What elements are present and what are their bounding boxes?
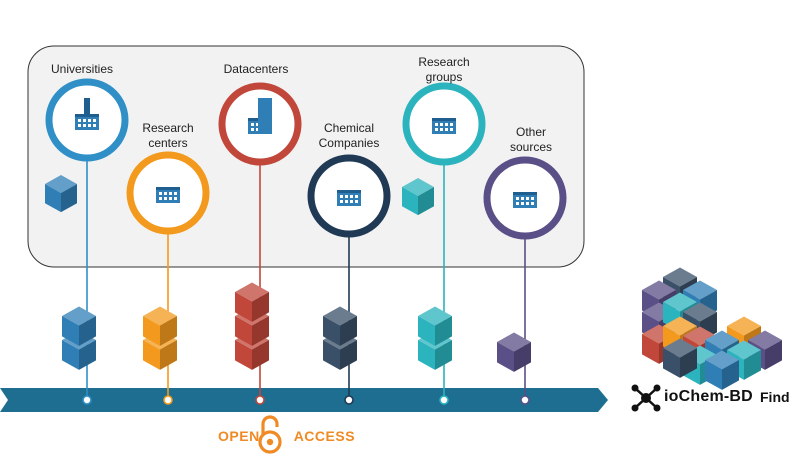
- research-groups-node[interactable]: [402, 82, 486, 166]
- universities-loose-cube: [45, 175, 77, 213]
- chemical-companies-data-cube: [323, 306, 357, 346]
- research-centers-timeline-point: [163, 395, 173, 405]
- other-sources-label: Other sources: [509, 125, 553, 154]
- universities-building-icon: [75, 98, 99, 130]
- universities-node[interactable]: [45, 78, 129, 162]
- research-centers-building-icon: [156, 187, 180, 203]
- timeline-arrow: [0, 388, 608, 412]
- chemical-companies-node[interactable]: [307, 154, 391, 238]
- open-access-right-text: ACCESS: [293, 428, 356, 444]
- research-groups-timeline-point: [439, 395, 449, 405]
- brand-name: ioChem-BD: [664, 388, 753, 405]
- iochem-molecule-icon: [631, 384, 661, 412]
- chemical-companies-building-icon: [337, 190, 361, 206]
- datacenters-building-icon: [248, 98, 272, 134]
- other-sources-timeline-point: [520, 395, 530, 405]
- universities-data-cube: [62, 306, 96, 346]
- open-access-lock-icon: [258, 415, 282, 454]
- research-groups-data-cube: [418, 306, 452, 346]
- chemical-companies-timeline-point: [344, 395, 354, 405]
- sources-panel: [27, 45, 585, 268]
- cube-cluster-logo: [642, 267, 782, 390]
- research-centers-label: Research centers: [142, 121, 194, 150]
- datacenters-node[interactable]: [218, 82, 302, 166]
- datacenters-data-cube: [235, 282, 269, 322]
- brand-find-link[interactable]: Find: [760, 389, 790, 405]
- other-sources-data-cube: [497, 332, 531, 372]
- research-centers-node[interactable]: [126, 151, 210, 235]
- datacenters-label: Datacenters: [223, 62, 289, 76]
- research-centers-data-cube: [143, 306, 177, 346]
- research-groups-loose-cube: [402, 178, 434, 216]
- other-sources-node[interactable]: [483, 156, 567, 240]
- datacenters-timeline-point: [255, 395, 265, 405]
- open-access-logo: OPEN ACCESS: [218, 428, 355, 444]
- other-sources-building-icon: [513, 192, 537, 208]
- universities-label: Universities: [50, 62, 113, 76]
- research-groups-label: Research groups: [418, 55, 470, 84]
- chemical-companies-label: Chemical Companies: [318, 121, 380, 150]
- research-groups-building-icon: [432, 118, 456, 134]
- cluster-cube: [663, 338, 697, 378]
- universities-timeline-point: [82, 395, 92, 405]
- cluster-cube: [705, 350, 739, 390]
- open-access-left-text: OPEN: [218, 428, 260, 444]
